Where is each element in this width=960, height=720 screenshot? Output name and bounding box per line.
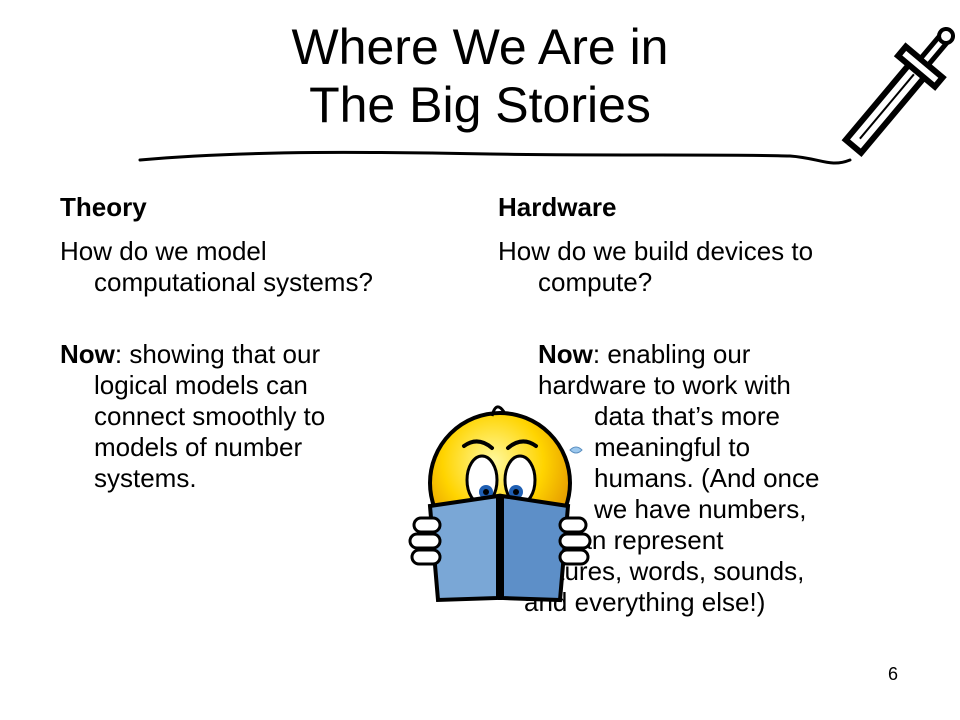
hardware-now-label: Now	[538, 339, 593, 369]
hardware-heading: Hardware	[498, 192, 617, 222]
title-underline	[138, 150, 852, 165]
page-number: 6	[888, 664, 899, 684]
hardware-now-line-1: Now: enabling our	[498, 339, 898, 370]
hardware-now-line-6: we have numbers,	[594, 494, 807, 524]
theory-now-line-1: Now: showing that our	[60, 339, 460, 370]
sword-icon	[841, 27, 956, 157]
title-line-2: The Big Stories	[309, 77, 651, 133]
theory-now-label: Now	[60, 339, 115, 369]
theory-question-line-2: computational systems?	[94, 267, 373, 297]
theory-now-line-5: systems.	[94, 463, 197, 493]
theory-question-line-1: How do we model	[60, 236, 267, 266]
hardware-now-line-3: data that’s more	[594, 401, 780, 431]
theory-column: Theory How do we model computational sys…	[60, 192, 460, 494]
theory-heading: Theory	[60, 192, 147, 222]
hardware-now-line-9: and everything else!)	[524, 587, 766, 617]
theory-now-line-3: connect smoothly to	[94, 401, 326, 431]
theory-now-text-1: : showing that our	[114, 339, 321, 369]
hardware-now-text-1: : enabling our	[592, 339, 751, 369]
slide-title: Where We Are in The Big Stories	[130, 18, 830, 134]
hardware-now-line-5: humans. (And once	[594, 463, 820, 493]
theory-now-line-2: logical models can	[94, 370, 308, 400]
smiley-reading-book-icon	[408, 405, 592, 603]
hardware-question-line-1: How do we build devices to	[498, 236, 814, 266]
hardware-now-line-2: hardware to work with	[538, 370, 791, 400]
theory-now-line-4: models of number	[94, 432, 303, 462]
hardware-now-line-4: meaningful to	[594, 432, 751, 462]
hardware-question-line-2: compute?	[538, 267, 653, 297]
title-line-1: Where We Are in	[291, 19, 669, 75]
